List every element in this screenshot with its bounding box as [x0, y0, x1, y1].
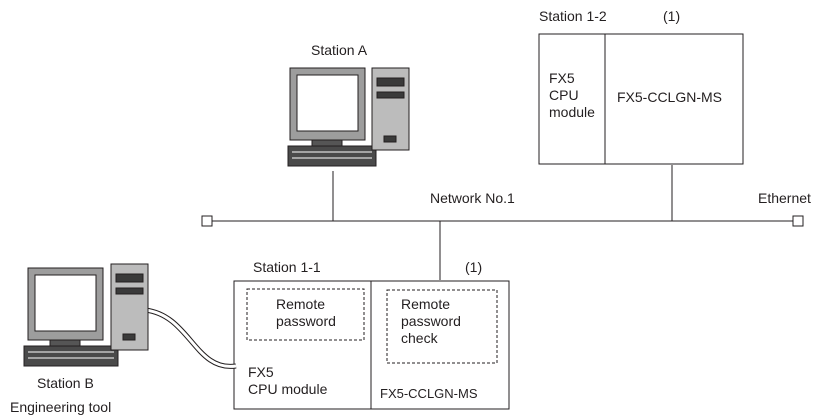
remote-password-check-box: [386, 289, 498, 364]
station-1-2-network-module-label: FX5-CCLGN-MS: [617, 89, 723, 105]
remote-password-box: [246, 288, 365, 341]
station-1-1-cpu-line2: CPU module: [248, 381, 328, 397]
station-1-1-network-module-label: FX5-CCLGN-MS: [380, 386, 478, 401]
network-label: Network No.1: [430, 190, 515, 206]
station-1-1-slot-note: (1): [465, 259, 483, 275]
station-1-2-cpu-line2: CPU: [549, 87, 579, 103]
station-1-2-cpu-line1: FX5: [549, 70, 575, 86]
station-1-1-cpu-label: FX5 CPU module: [248, 364, 327, 398]
station-1-2-cpu-line3: module: [549, 104, 595, 120]
station-1-2-cpu-label: FX5 CPU module: [549, 70, 595, 121]
station-1-2-title: Station 1-2: [539, 8, 607, 24]
bus-terminal-left: [201, 215, 213, 227]
engineering-tool-cable: [144, 307, 237, 369]
remote-check-line3: check: [401, 330, 438, 346]
station-1-2-module: [538, 33, 744, 165]
remote-password-label: Remote password: [276, 296, 336, 330]
engineering-tool-label: Engineering tool: [10, 399, 112, 415]
remote-password-check-label: Remote password check: [401, 296, 461, 347]
station-a-computer-icon: [287, 67, 410, 167]
remote-check-line1: Remote: [401, 296, 451, 312]
ethernet-label: Ethernet: [758, 190, 811, 206]
station-1-1-title: Station 1-1: [253, 259, 321, 275]
station-1-1-cpu-line1: FX5: [248, 364, 274, 380]
bus-terminal-right: [792, 215, 804, 227]
station-b-computer-icon: [23, 263, 149, 367]
remote-password-line2: password: [276, 313, 336, 329]
station-b-label: Station B: [37, 375, 94, 391]
station-a-label: Station A: [311, 42, 368, 58]
remote-password-line1: Remote: [276, 296, 326, 312]
remote-check-line2: password: [401, 313, 461, 329]
station-1-2-slot-note: (1): [663, 8, 681, 24]
